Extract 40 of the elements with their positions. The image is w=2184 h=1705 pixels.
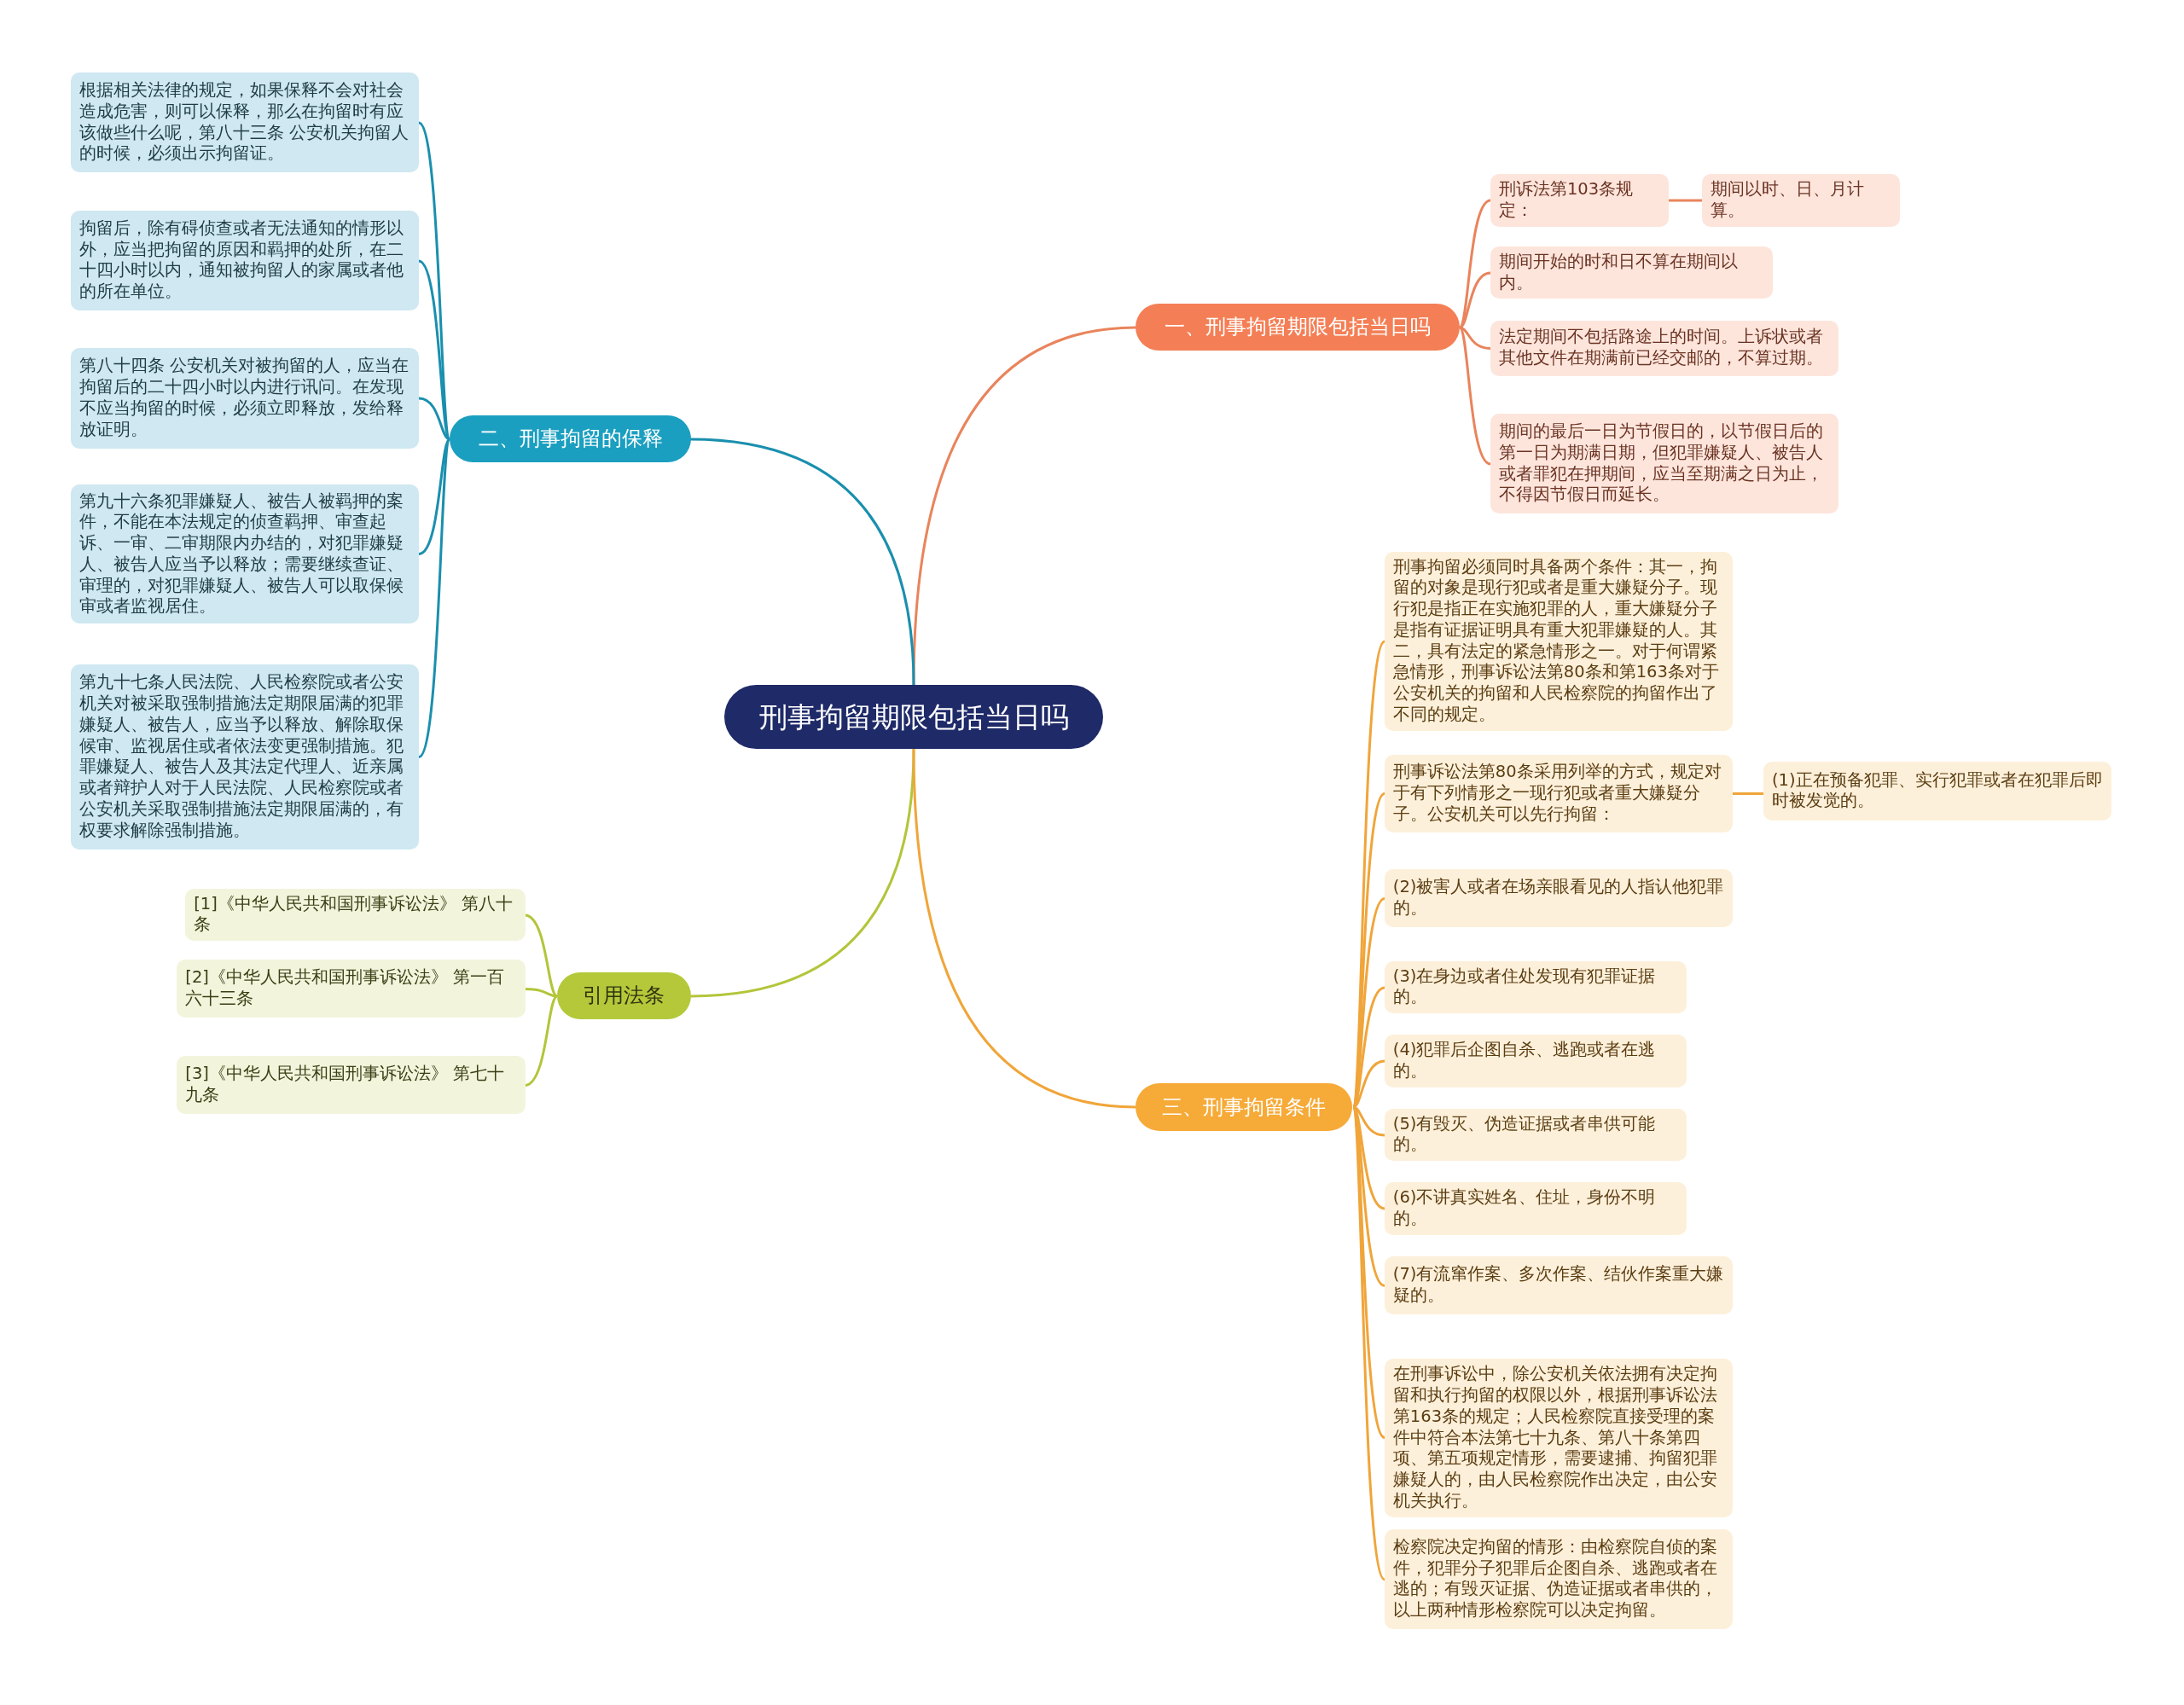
subtopic-card: (2)被害人或者在场亲眼看见的人指认他犯罪的。 — [1384, 868, 1733, 928]
branch-topic: 三、刑事拘留条件 — [1135, 1083, 1353, 1131]
subtopic-card: 期间开始的时和日不算在期间以内。 — [1490, 246, 1774, 299]
subtopic-card: [3]《中华人民共和国刑事诉讼法》 第七十九条 — [177, 1055, 526, 1115]
subtopic-card: (4)犯罪后企图自杀、逃跑或者在逃的。 — [1384, 1035, 1687, 1087]
subtopic-card: 刑诉法第103条规定： — [1490, 174, 1669, 227]
subtopic-card: (1)正在预备犯罪、实行犯罪或者在犯罪后即时被发觉的。 — [1763, 762, 2112, 821]
subtopic-card: (6)不讲真实姓名、住址，身份不明的。 — [1384, 1182, 1687, 1235]
subtopic-card: 期间的最后一日为节假日的，以节假日后的第一日为期满日期，但犯罪嫌疑人、被告人或者罪犯在押期间，应当至期满之日为止，不得因节假日而延长。 — [1490, 413, 1839, 514]
subtopic-card: 在刑事诉讼中，除公安机关依法拥有决定拘留和执行拘留的权限以外，根据刑事诉讼法第163条的规定；人民检察院直接受理的案件中符合本法第七十九条、第八十条第四项、第五项规定情形，需要逮捕、拘留犯罪嫌疑人的，由人民检察院作出决定，由公安机关执行。 — [1384, 1359, 1733, 1517]
subtopic-card: 第九十六条犯罪嫌疑人、被告人被羁押的案件，不能在本法规定的侦查羁押、审查起诉、一审、二审期限内办结的，对犯罪嫌疑人、被告人应当予以释放；需要继续查证、审理的，对犯罪嫌疑人、被告人可以取保候审或者监视居住。 — [71, 484, 420, 624]
connector — [1733, 792, 1763, 795]
subtopic-card: 第九十七条人民法院、人民检察院或者公安机关对被采取强制措施法定期限届满的犯罪嫌疑人、被告人，应当予以释放、解除取保候审、监视居住或者依法变更强制措施。犯罪嫌疑人、被告人及其法定代理人、近亲属或者辩护人对于人民法院、人民检察院或者公安机关采取强制措施法定期限届满的，有权要求解除强制措施。 — [71, 664, 420, 850]
connector — [912, 326, 1136, 686]
subtopic-card: 刑事诉讼法第80条采用列举的方式，规定对于有下列情形之一现行犯或者重大嫌疑分子。公安机关可以先行拘留： — [1384, 754, 1733, 833]
subtopic-card: 第八十四条 公安机关对被拘留的人，应当在拘留后的二十四小时以内进行讯问。在发现不应当拘留的时候，必须立即释放，发给释放证明。 — [71, 348, 420, 449]
connector — [1458, 327, 1491, 466]
connector — [689, 438, 915, 686]
central-topic: 刑事拘留期限包括当日吗 — [723, 685, 1104, 750]
connector — [690, 748, 915, 998]
subtopic-card: [2]《中华人民共和国刑事诉讼法》 第一百六十三条 — [177, 959, 526, 1018]
subtopic-card: 拘留后，除有碍侦查或者无法通知的情形以外，应当把拘留的原因和羁押的处所，在二十四小时以内，通知被拘留人的家属或者他的所在单位。 — [71, 210, 420, 311]
connector — [524, 988, 558, 998]
connector — [912, 748, 1136, 1109]
connector — [524, 995, 558, 1087]
subtopic-card: 法定期间不包括路途上的时间。上诉状或者其他文件在期满前已经交邮的，不算过期。 — [1490, 320, 1839, 376]
connector — [1459, 326, 1491, 350]
subtopic-card: 期间以时、日、月计算。 — [1702, 174, 1900, 227]
branch-topic: 一、刑事拘留期限包括当日吗 — [1135, 303, 1460, 351]
subtopic-card: 根据相关法律的规定，如果保释不会对社会造成危害，则可以保释，那么在拘留时有应该做些什么呢，第八十三条 公安机关拘留人的时候，必须出示拘留证。 — [71, 72, 420, 173]
subtopic-card: [1]《中华人民共和国刑事诉讼法》 第八十条 — [185, 888, 526, 942]
connector — [1669, 199, 1702, 202]
subtopic-card: (5)有毁灭、伪造证据或者串供可能的。 — [1384, 1108, 1687, 1162]
connector — [418, 397, 450, 441]
subtopic-card: 检察院决定拘留的情形：由检察院自侦的案件，犯罪分子犯罪后企图自杀、逃跑或者在逃的；有毁灭证据、伪造证据或者串供的，以上两种情形检察院可以决定拘留。 — [1384, 1528, 1733, 1630]
subtopic-card: (7)有流窜作案、多次作案、结伙作案重大嫌疑的。 — [1384, 1256, 1733, 1315]
subtopic-card: 刑事拘留必须同时具备两个条件：其一，拘留的对象是现行犯或者是重大嫌疑分子。现行犯是指正在实施犯罪的人，重大嫌疑分子是指有证据证明具有重大犯罪嫌疑的人。其二，具有法定的紧急情形之一。对于何谓紧急情形，刑事诉讼法第80条和第163条对于公安机关的拘留和人民检察院的拘留作出了不同的规定。 — [1384, 551, 1733, 731]
branch-topic: 二、刑事拘留的保释 — [450, 415, 691, 462]
branch-topic: 引用法条 — [557, 971, 691, 1020]
subtopic-card: (3)在身边或者住处发现有犯罪证据的。 — [1384, 960, 1687, 1013]
